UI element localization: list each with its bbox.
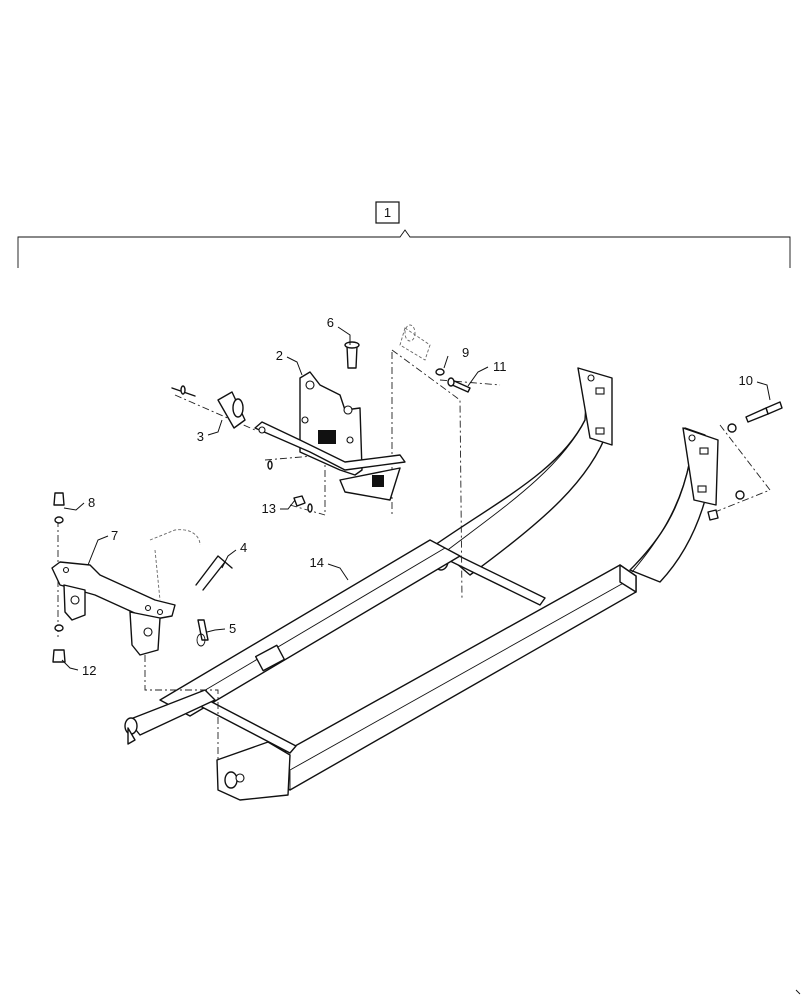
pin-part-3 [171, 385, 246, 429]
lynch-pin-part-5 [196, 619, 209, 647]
assembly-callout: 1 [375, 201, 400, 224]
callout-2: 2 [276, 348, 283, 363]
mounting-plate [51, 561, 176, 656]
callout-9: 9 [462, 345, 469, 360]
callout-8: 8 [88, 495, 95, 510]
callout-3: 3 [197, 429, 204, 444]
callout-14: 14 [310, 555, 324, 570]
clevis-pin-part-6 [344, 341, 360, 369]
callout-5: 5 [229, 621, 236, 636]
callout-4: 4 [240, 540, 247, 555]
callout-13: 13 [262, 501, 276, 516]
callout-10: 10 [739, 373, 753, 388]
callout-labels: 2 3 4 5 6 7 8 9 10 11 12 13 14 [82, 315, 753, 678]
bolt-part-9 [435, 368, 445, 376]
nut-part-8 [53, 492, 65, 524]
ghost-pin [399, 324, 431, 361]
corner-mark [795, 989, 801, 995]
leader-lines [61, 326, 771, 671]
handle-pin-part-4 [149, 529, 233, 601]
callout-12: 12 [82, 663, 96, 678]
assembly-bracket [17, 229, 791, 268]
main-frame [124, 367, 719, 801]
callout-6: 6 [327, 315, 334, 330]
assembly-number: 1 [384, 205, 391, 220]
nut-part-12 [52, 624, 66, 663]
hitch-plate [254, 371, 406, 501]
bolt-part-11 [447, 377, 471, 393]
nut-part-13 [267, 460, 313, 513]
callout-7: 7 [111, 528, 118, 543]
callout-11: 11 [493, 359, 507, 374]
bolt-part-10 [707, 401, 783, 521]
